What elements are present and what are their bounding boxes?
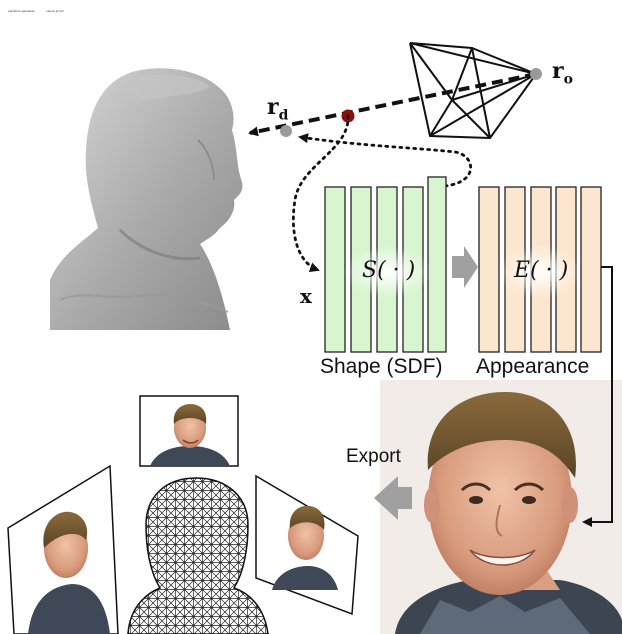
appearance-to-render-arrow [582,266,613,527]
camera-ray [248,72,537,137]
shape-to-appearance-arrow [452,246,478,288]
wireframe-head-icon [127,477,269,634]
head-mesh-icon [50,68,243,330]
header-note-2: visual proof [46,9,64,13]
shape-layer-1 [324,186,346,353]
face-photo-icon [380,380,622,634]
sample-point-label: x [300,284,312,308]
export-caption: Export [346,446,401,467]
appearance-layer-1 [478,186,500,353]
ray-origin-label: ro [552,58,573,88]
camera-frustum-icon [409,42,537,139]
ray-origin-point [530,68,542,80]
appearance-caption: Appearance [476,355,590,378]
header-note-1: sandbox-gaussian [8,9,36,13]
shape-layer-5 [427,176,447,353]
right-view-thumbnail [255,474,359,616]
appearance-network [478,186,602,353]
front-view-thumbnail [139,395,239,467]
shape-function-label: S( · ) [362,258,416,283]
export-arrow-icon [374,476,412,520]
ray-direction-label: rd [267,94,289,124]
appearance-function-label: E( · ) [514,258,569,283]
shape-to-ray-arrow [298,133,473,188]
left-view-thumbnail [7,464,119,634]
ray-direction-point [280,125,292,137]
sample-to-shape-arrow [291,114,350,272]
appearance-layer-5 [580,186,602,353]
shape-caption: Shape (SDF) [320,355,443,378]
